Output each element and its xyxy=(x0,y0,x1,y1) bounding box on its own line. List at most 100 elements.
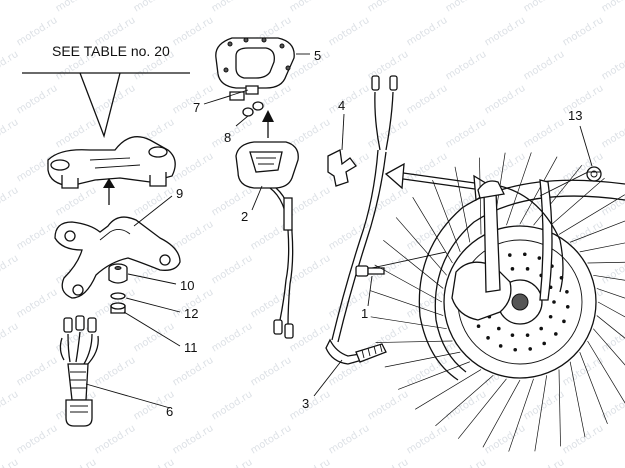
wheel-spoke xyxy=(508,378,534,452)
wheel-spoke xyxy=(596,288,625,299)
wheel-spoke xyxy=(558,369,561,447)
wheel-spoke xyxy=(383,239,444,289)
wheel-spoke xyxy=(435,375,494,427)
watermark-text: motod.ru xyxy=(0,117,20,151)
watermark-text: motod.ru xyxy=(288,117,333,151)
brake-disc-hole xyxy=(498,344,503,348)
watermark-text: motod.ru xyxy=(210,321,255,355)
watermark-text: motod.ru xyxy=(210,0,255,15)
wheel-spoke xyxy=(587,340,625,404)
cable-clip xyxy=(327,149,357,187)
double-arrow-left-head xyxy=(384,162,405,190)
wheel-spoke xyxy=(533,165,583,226)
wheel-spokes xyxy=(370,152,625,452)
wheel-spoke xyxy=(375,340,453,343)
front-wheel-assembly xyxy=(370,152,625,452)
brake-disc-hole xyxy=(525,267,530,271)
watermark-text: motod.ru xyxy=(405,151,450,185)
wheel-spoke xyxy=(570,220,625,243)
sensor-cable xyxy=(325,75,398,365)
brake-disc-hole xyxy=(542,341,546,346)
mounting-bracket xyxy=(47,136,176,189)
watermark-text: motod.ru xyxy=(600,321,625,355)
watermark-text: motod.ru xyxy=(444,0,489,15)
wheel-spoke xyxy=(482,379,521,448)
watermark-text: motod.ru xyxy=(288,0,333,15)
wheel-spoke xyxy=(506,152,532,226)
watermark-text: motod.ru xyxy=(444,49,489,83)
watermark-text: motod.ru xyxy=(0,389,20,423)
watermark-text: motod.ru xyxy=(171,151,216,185)
watermark-text: motod.ru xyxy=(0,185,20,219)
callout-12: 12 xyxy=(184,306,198,321)
brake-disc-hole xyxy=(537,256,542,260)
watermark-text: motod.ru xyxy=(327,15,372,49)
watermark-text: motod.ru xyxy=(210,389,255,423)
callout-13: 13 xyxy=(568,108,582,123)
watermark-text: motod.ru xyxy=(288,321,333,355)
watermark-text: motod.ru xyxy=(405,83,450,117)
watermark-text: motod.ru xyxy=(54,0,99,15)
callout-10: 10 xyxy=(180,278,194,293)
watermark-text: motod.ru xyxy=(171,15,216,49)
brake-disc-hole xyxy=(510,267,515,271)
watermark-text: motod.ru xyxy=(600,49,625,83)
wheel-spoke xyxy=(587,261,625,264)
axle-nut xyxy=(586,166,602,182)
watermark-text: motod.ru xyxy=(132,457,177,468)
brake-disc-hole xyxy=(507,253,512,257)
wiring-harness xyxy=(59,315,99,427)
watermark-text: motod.ru xyxy=(522,49,567,83)
bracket-arrow-head xyxy=(103,178,115,188)
watermark-text: motod.ru xyxy=(600,253,625,287)
callout-7: 7 xyxy=(193,100,200,115)
wheel-spoke xyxy=(593,274,625,281)
watermark-text: motod.ru xyxy=(600,0,625,15)
callout-4: 4 xyxy=(338,98,345,113)
watermark-text: motod.ru xyxy=(444,389,489,423)
brake-disc-hole xyxy=(497,326,501,331)
watermark-text: motod.ru xyxy=(132,321,177,355)
watermark-text: motod.ru xyxy=(366,389,411,423)
watermark-text: motod.ru xyxy=(327,83,372,117)
cover-washers xyxy=(242,101,264,117)
wheel-spoke xyxy=(415,369,482,410)
mounting-plate xyxy=(54,216,181,299)
callout-2: 2 xyxy=(241,209,248,224)
wheel-spoke xyxy=(558,194,625,235)
callout-1: 1 xyxy=(361,306,368,321)
watermark-text: motod.ru xyxy=(93,423,138,457)
nut xyxy=(110,302,126,314)
brake-disc-hole xyxy=(562,319,566,324)
wheel-spoke xyxy=(370,316,447,330)
wheel-spoke xyxy=(597,301,625,318)
wheel-spoke xyxy=(569,361,586,438)
watermark-text: motod.ru xyxy=(483,15,528,49)
watermark-text: motod.ru xyxy=(0,253,20,287)
wheel-double-arrow xyxy=(395,171,483,191)
watermark-text: motod.ru xyxy=(405,423,450,457)
brake-disc-hole xyxy=(548,314,553,319)
brake-disc-hole xyxy=(522,252,527,257)
heading-bracket xyxy=(22,72,190,139)
watermark-text: motod.ru xyxy=(132,0,177,15)
watermark-text: motod.ru xyxy=(132,185,177,219)
sensor-bolt xyxy=(355,265,385,277)
watermark-text: motod.ru xyxy=(600,117,625,151)
watermark-text: motod.ru xyxy=(444,117,489,151)
watermark-text: motod.ru xyxy=(483,423,528,457)
watermark-text: motod.ru xyxy=(0,321,20,355)
watermark-text: motod.ru xyxy=(522,117,567,151)
watermark-text: motod.ru xyxy=(288,389,333,423)
watermark-text: motod.ru xyxy=(444,457,489,468)
watermark-text: motod.ru xyxy=(15,355,60,389)
brake-disc-hole xyxy=(510,333,515,337)
wheel-spoke xyxy=(384,351,461,368)
watermark-text: motod.ru xyxy=(483,151,528,185)
callout-3: 3 xyxy=(302,396,309,411)
rubber-bushing xyxy=(108,263,128,284)
watermark-text: motod.ru xyxy=(171,355,216,389)
watermark-text: motod.ru xyxy=(366,457,411,468)
brake-disc-hole xyxy=(528,347,533,351)
wheel-spoke xyxy=(395,217,447,276)
